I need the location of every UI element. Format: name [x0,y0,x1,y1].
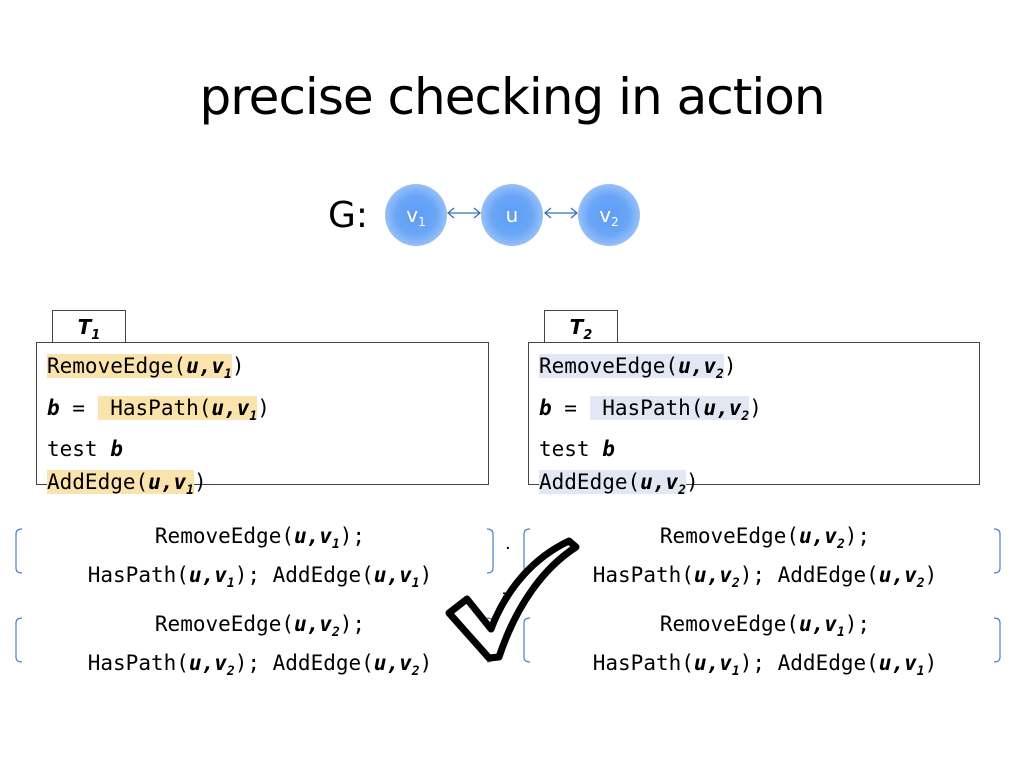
keyword-test: test [47,437,111,462]
graph-edge-v1-u [446,207,482,219]
code-line: test b [47,433,488,466]
var-b: b [602,437,615,462]
var-u: u [211,395,225,420]
close-paren: ) [685,469,699,494]
sequence-t2-then: RemoveEdge(u,v2); HasPath(u,v2); AddEdge… [20,609,500,687]
var-u: u [703,395,717,420]
sequence-line: HasPath(u,v1); AddEdge(u,v1) [87,563,433,592]
thread-tab-t1: T1 [52,310,126,343]
sequence-line: RemoveEdge(u,v2); [154,612,366,641]
var-u: u [678,354,691,378]
graph-edge-u-v2 [543,207,579,219]
thread-tab-t2: T2 [544,310,618,343]
sequence-t1-then: RemoveEdge(u,v1); HasPath(u,v1); AddEdge… [520,609,1010,687]
op-highlight: RemoveEdge(u,v2 [539,354,724,383]
op-name: AddEdge( [539,469,641,494]
right-bracket [993,617,1001,663]
node-subscript: 1 [418,215,426,229]
var-b: b [539,395,552,420]
close-paren: ) [231,354,245,378]
graph-node-v1: v1 [385,184,447,246]
right-bracket [486,528,494,574]
assign: = [551,395,590,420]
sequence-line: RemoveEdge(u,v1); [154,524,366,553]
var-v: v [173,469,187,494]
left-bracket [15,617,23,663]
assign: = [59,395,98,420]
op-name: RemoveEdge( [539,354,679,378]
sequence-t1-then: RemoveEdge(u,v1); HasPath(u,v1); AddEdge… [20,521,500,599]
op-name: RemoveEdge( [47,354,187,378]
var-subscript: 2 [741,408,750,424]
var-v: v [665,469,679,494]
left-bracket [15,528,23,574]
left-bracket [523,617,531,663]
var-u: u [640,469,653,494]
node-label: v [406,203,419,227]
right-bracket [993,528,1001,574]
thread-code-t2: RemoveEdge(u,v2) b = HasPath(u,v2) test … [528,342,980,498]
keyword-test: test [539,437,603,462]
op-highlight: HasPath(u,v1 [97,395,258,424]
slide-title: precise checking in action [199,68,825,126]
var-u: u [186,354,199,378]
code-line: b = HasPath(u,v1) [47,392,488,434]
var-v: v [236,395,250,420]
node-label: u [505,203,519,227]
sequence-line: HasPath(u,v2); AddEdge(u,v2) [87,651,433,680]
tab-label: T [77,315,92,339]
graph-node-v2: v2 [578,184,640,246]
var-b: b [47,395,60,420]
var-subscript: 1 [249,408,258,424]
code-line: test b [539,433,979,466]
sequence-line: HasPath(u,v1); AddEdge(u,v1) [592,651,938,680]
node-subscript: 2 [611,215,619,229]
graph-node-u: u [481,184,543,246]
var-subscript: 2 [716,367,724,383]
var-subscript: 1 [186,483,194,499]
op-name: AddEdge( [47,469,149,494]
code-line: AddEdge(u,v1) [47,466,488,508]
var-v: v [703,354,717,378]
sequence-line: RemoveEdge(u,v2); [659,524,871,553]
checkmark-icon [445,537,580,662]
code-line: AddEdge(u,v2) [539,466,979,508]
op-highlight: HasPath(u,v2 [589,395,750,424]
code-line: b = HasPath(u,v2) [539,392,979,434]
op-highlight: RemoveEdge(u,v1 [47,354,232,383]
op-name: HasPath( [110,395,212,420]
close-paren: ) [723,354,737,378]
op-highlight: AddEdge(u,v2 [539,469,686,499]
sequence-line: HasPath(u,v2); AddEdge(u,v2) [592,563,938,592]
var-u: u [148,469,161,494]
var-b: b [110,437,123,462]
node-label: v [599,203,612,227]
var-subscript: 2 [678,483,686,499]
tab-subscript: 1 [91,328,101,343]
sequence-t2-then: RemoveEdge(u,v2); HasPath(u,v2); AddEdge… [520,521,1010,599]
code-line: RemoveEdge(u,v1) [47,350,488,392]
close-paren: ) [193,469,207,494]
op-name: HasPath( [602,395,704,420]
tab-subscript: 2 [583,328,593,343]
var-v: v [211,354,225,378]
close-paren: ) [749,395,762,420]
close-paren: ) [257,395,270,420]
var-subscript: 1 [224,367,232,383]
op-highlight: AddEdge(u,v1 [47,469,194,499]
thread-code-t1: RemoveEdge(u,v1) b = HasPath(u,v1) test … [36,342,489,498]
graph-label: G: [328,195,369,236]
tab-label: T [569,315,584,339]
sequence-line: RemoveEdge(u,v1); [659,612,871,641]
code-line: RemoveEdge(u,v2) [539,350,979,392]
compose-operator: · [505,538,511,559]
var-v: v [728,395,742,420]
